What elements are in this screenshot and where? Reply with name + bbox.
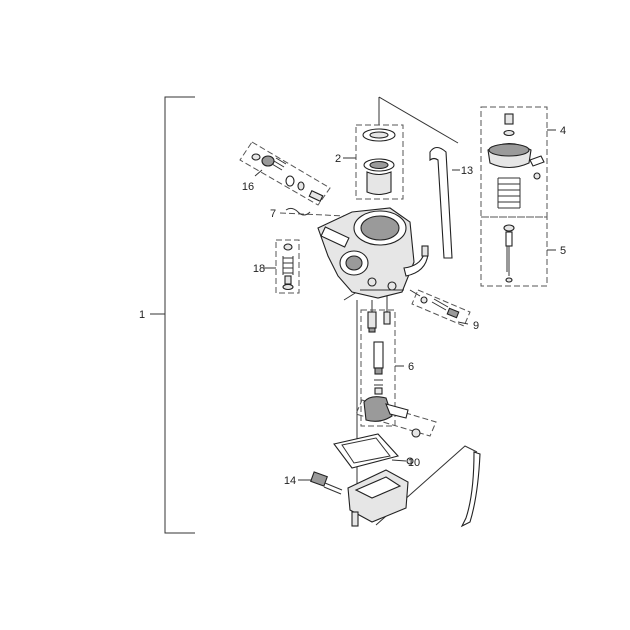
clip-part [285, 207, 311, 216]
jets-part [367, 311, 391, 395]
callout-13: 13 [461, 165, 473, 177]
carburetor-body [317, 207, 429, 299]
callout-2: 2 [335, 153, 341, 165]
group-box-9 [411, 289, 471, 327]
callout-9: 9 [473, 320, 479, 332]
gasket-part [333, 433, 414, 469]
group-box-2 [355, 124, 404, 200]
drain-screw-part [310, 471, 343, 495]
float-part [363, 396, 421, 438]
assembly-bracket [150, 96, 195, 534]
leader-7-dash [279, 212, 347, 217]
diaphragm-slide-part [362, 128, 396, 196]
callout-4: 4 [560, 125, 566, 137]
group-box-6 [360, 309, 396, 427]
callout-14: 14 [284, 475, 296, 487]
pilot-screw-part [251, 153, 324, 202]
idle-screw-part [282, 243, 294, 291]
callout-18: 18 [253, 263, 265, 275]
group-box-float [355, 399, 437, 437]
top-cover-part [487, 113, 545, 209]
group-box-18 [275, 239, 300, 294]
callout-labels: 1 2 4 5 6 7 9 10 13 14 16 18 [139, 125, 566, 487]
callout-5: 5 [560, 245, 566, 257]
callout-7: 7 [270, 208, 276, 220]
callout-10: 10 [408, 457, 420, 469]
group-box-5 [480, 216, 548, 287]
group-box-16 [239, 141, 331, 206]
hose-part [429, 146, 453, 259]
dashed-groups [239, 106, 548, 437]
callout-6: 6 [408, 361, 414, 373]
needle-part [503, 224, 515, 283]
callout-16: 16 [242, 181, 254, 193]
drain-hose-part [460, 451, 481, 528]
callout-1: 1 [139, 309, 145, 321]
float-bowl-part [347, 469, 409, 527]
leader-lines [254, 129, 556, 481]
choke-screw-part [420, 296, 460, 319]
